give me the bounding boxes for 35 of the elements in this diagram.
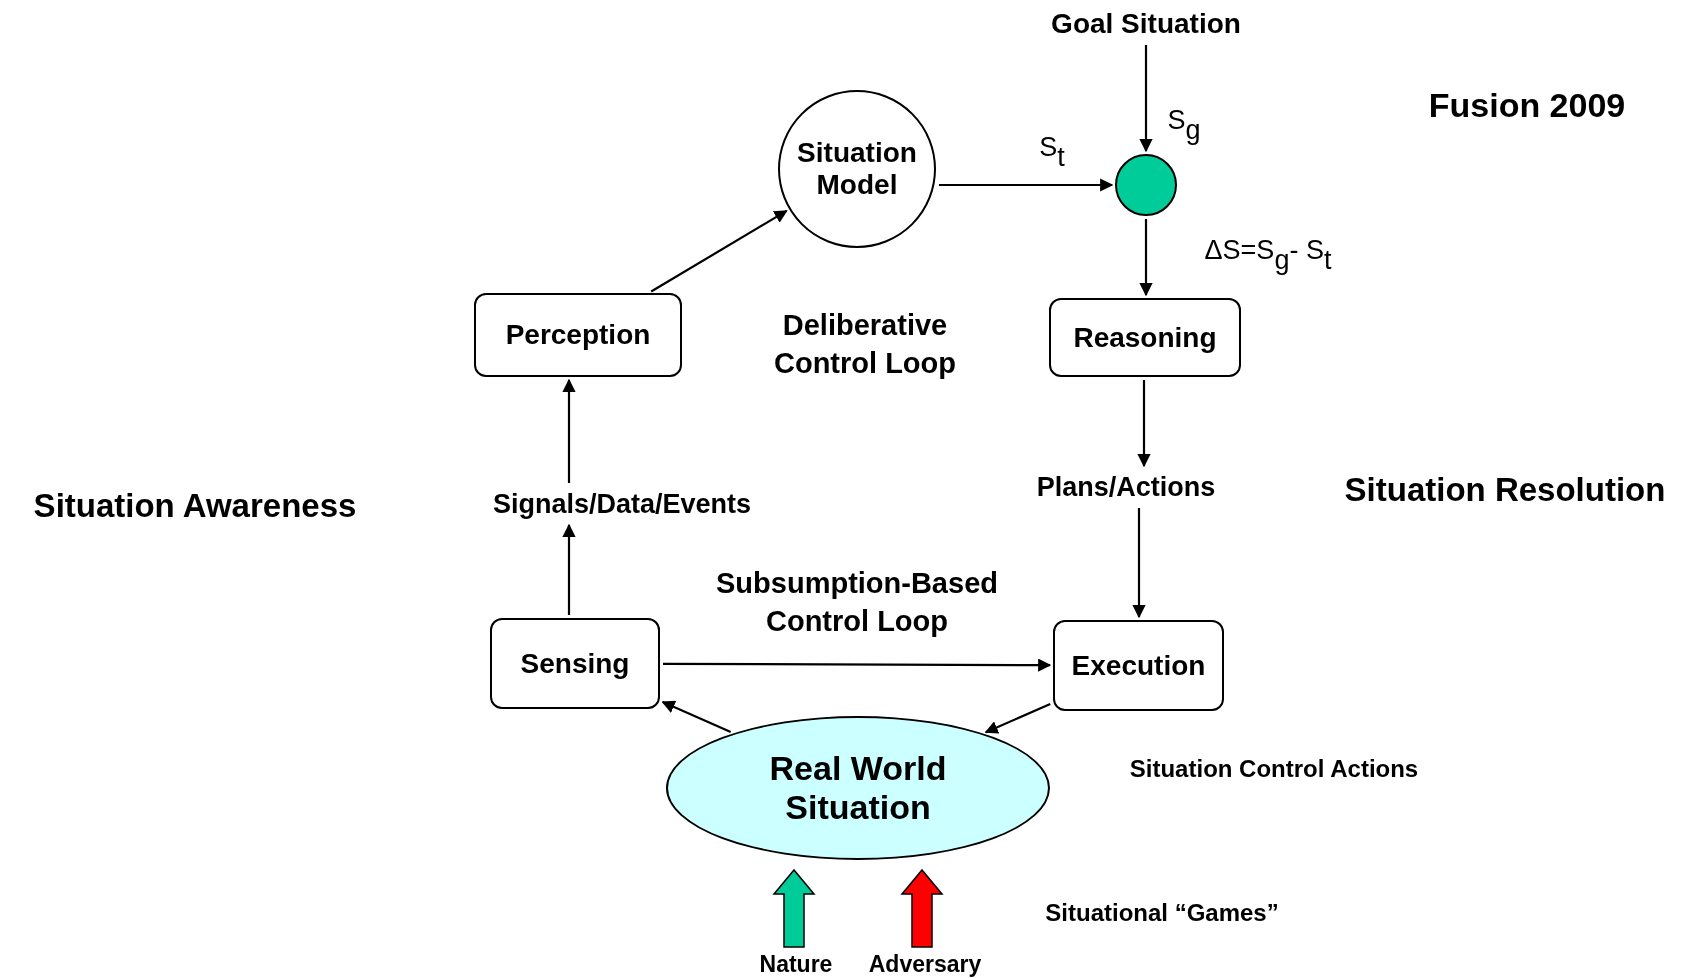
node-text: Situation Model	[796, 137, 918, 201]
label-text: Subsumption-Based Control Loop	[715, 566, 999, 639]
node-label: Plans/Actions	[1036, 471, 1216, 503]
arrow	[1139, 219, 1153, 297]
process-box	[1049, 298, 1241, 377]
label-text: Deliberative Control Loop	[773, 308, 957, 381]
arrow	[1137, 380, 1151, 468]
arrow	[562, 523, 576, 615]
process-box	[490, 618, 660, 709]
label-text: Fusion 2009	[1428, 85, 1626, 125]
node-label: Nature	[759, 950, 833, 978]
label-text: Situation Resolution	[1344, 471, 1666, 509]
arrow	[650, 210, 788, 293]
process-box	[474, 293, 682, 377]
label-text: Situation Awareness	[33, 487, 357, 525]
node-text: Reasoning	[1073, 321, 1217, 354]
arrow	[939, 178, 1114, 192]
label-text: Situation Control Actions	[1129, 755, 1419, 783]
block-arrow	[772, 868, 816, 948]
node-label: Goal Situation	[1051, 8, 1241, 40]
arrow	[984, 703, 1051, 734]
node-text: Sensing	[520, 647, 630, 680]
node-label: Signals/Data/Events	[492, 488, 752, 520]
arrow	[661, 700, 732, 733]
arrow	[1132, 508, 1146, 619]
block-arrow	[900, 868, 944, 948]
process-box	[1053, 620, 1224, 711]
arrow	[1139, 45, 1153, 153]
label-text: Situational “Games”	[1045, 899, 1279, 927]
node-text: Execution	[1071, 649, 1206, 682]
arrow	[562, 378, 576, 483]
node-label: Adversary	[868, 950, 982, 978]
node-text: Perception	[505, 319, 651, 351]
node-text: Real World Situation	[768, 749, 948, 827]
arrow	[663, 658, 1052, 672]
